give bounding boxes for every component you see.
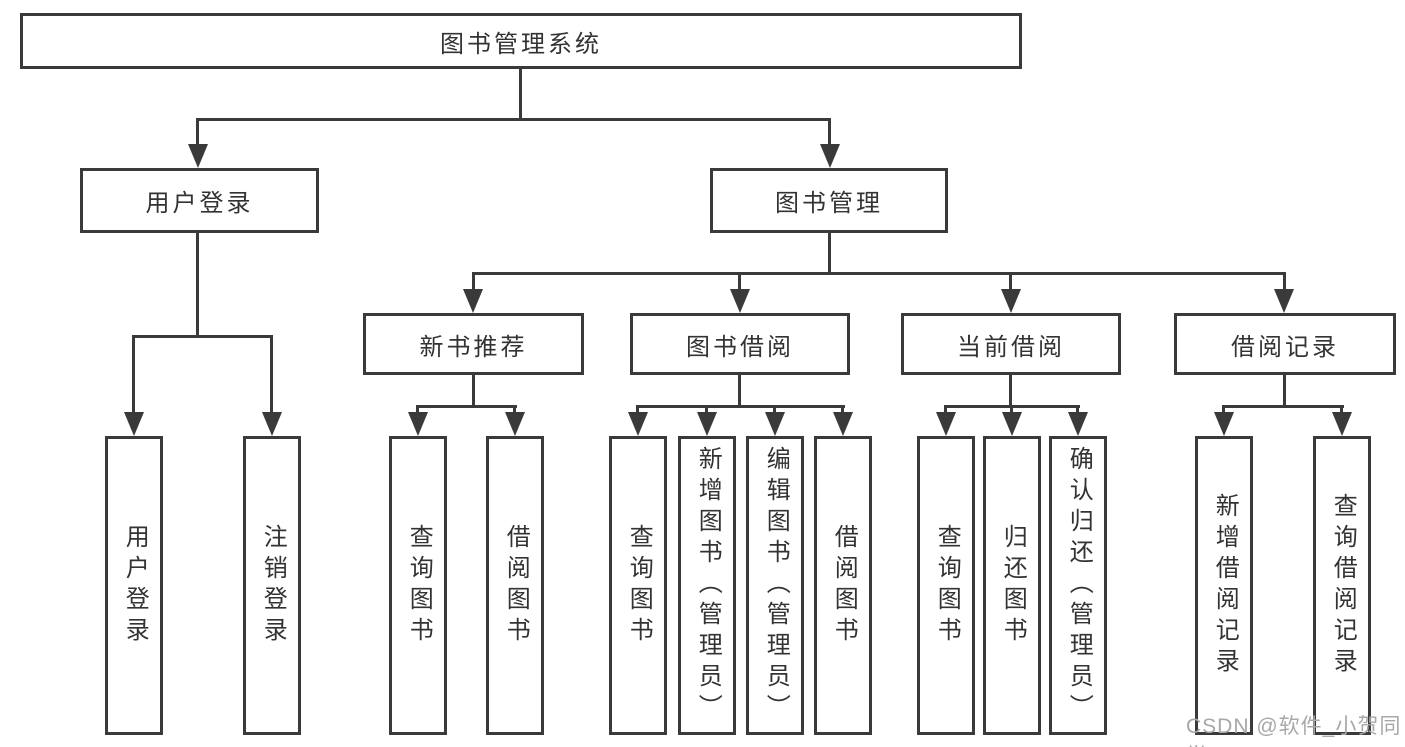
leaf-borrow-add-book-admin: 新增图书（管理员） [678, 436, 736, 735]
leaf-newbook-query-book: 查询图书 [389, 436, 447, 735]
connector-line [828, 233, 831, 272]
node-book-borrow: 图书借阅 [630, 313, 850, 375]
leaf-current-query-book-label: 查询图书 [933, 523, 961, 648]
connector-line [1283, 375, 1286, 405]
csdn-watermark: CSDN @软件_小贺同学 [1186, 715, 1402, 747]
connector-line [196, 233, 199, 335]
leaf-newbook-borrow-book-label: 借阅图书 [502, 523, 530, 648]
node-root-label: 图书管理系统 [440, 30, 602, 58]
leaf-current-return-book-label: 归还图书 [999, 523, 1027, 648]
node-borrow-record-label: 借阅记录 [1231, 333, 1339, 361]
node-new-book-recommend-label: 新书推荐 [419, 333, 528, 361]
arrow-down-icon [463, 289, 483, 313]
leaf-record-add-record-label: 新增借阅记录 [1211, 492, 1239, 679]
node-book-borrow-label: 图书借阅 [686, 333, 794, 361]
connector-line [132, 335, 135, 415]
arrow-down-icon [1068, 412, 1088, 436]
arrow-down-icon [936, 412, 956, 436]
node-current-borrow: 当前借阅 [901, 313, 1121, 375]
arrow-down-icon [697, 412, 717, 436]
connector-line [773, 405, 776, 414]
connector-line [828, 118, 831, 148]
connector-line [472, 272, 1285, 275]
node-user-login-label: 用户登录 [145, 190, 254, 217]
arrow-down-icon [833, 412, 853, 436]
connector-line [513, 405, 516, 414]
connector-line [738, 375, 741, 405]
connector-line [472, 272, 475, 291]
arrow-down-icon [188, 144, 208, 168]
connector-line [1222, 405, 1225, 414]
leaf-current-return-book: 归还图书 [983, 436, 1041, 735]
leaf-borrow-edit-book-admin: 编辑图书（管理员） [746, 436, 804, 735]
leaf-logout-label: 注销登录 [259, 523, 287, 648]
leaf-borrow-edit-book-admin-label: 编辑图书（管理员） [762, 446, 790, 725]
arrow-down-icon [1001, 289, 1021, 313]
leaf-current-query-book: 查询图书 [917, 436, 975, 735]
arrow-down-icon [124, 412, 144, 436]
connector-line [1222, 405, 1344, 408]
connector-line [841, 405, 844, 414]
arrow-down-icon [628, 412, 648, 436]
connector-line [705, 405, 708, 414]
node-root: 图书管理系统 [20, 13, 1022, 69]
arrow-down-icon [1002, 412, 1022, 436]
leaf-logout: 注销登录 [243, 436, 301, 735]
leaf-user-login: 用户登录 [105, 436, 163, 735]
connector-line [738, 272, 741, 291]
connector-line [270, 335, 273, 415]
connector-line [1009, 375, 1012, 405]
leaf-current-confirm-return-admin: 确认归还（管理员） [1049, 436, 1107, 735]
arrow-down-icon [1214, 412, 1234, 436]
node-book-management: 图书管理 [710, 168, 948, 233]
node-current-borrow-label: 当前借阅 [957, 333, 1065, 361]
leaf-record-add-record: 新增借阅记录 [1195, 436, 1253, 735]
arrow-down-icon [765, 412, 785, 436]
connector-line [196, 118, 831, 121]
leaf-borrow-query-book: 查询图书 [609, 436, 667, 735]
node-user-login: 用户登录 [80, 168, 319, 233]
node-new-book-recommend: 新书推荐 [363, 313, 584, 375]
leaf-user-login-label: 用户登录 [121, 523, 149, 648]
connector-line [416, 405, 419, 414]
leaf-record-query-record: 查询借阅记录 [1313, 436, 1371, 735]
leaf-borrow-borrow-book: 借阅图书 [814, 436, 872, 735]
leaf-newbook-borrow-book: 借阅图书 [486, 436, 544, 735]
arrow-down-icon [820, 144, 840, 168]
arrow-down-icon [505, 412, 525, 436]
leaf-borrow-query-book-label: 查询图书 [625, 523, 653, 648]
connector-line [1340, 405, 1343, 414]
connector-line [1076, 405, 1079, 414]
node-book-management-label: 图书管理 [775, 190, 883, 217]
connector-line [1009, 272, 1012, 291]
connector-line [472, 375, 475, 405]
leaf-borrow-borrow-book-label: 借阅图书 [830, 523, 858, 648]
leaf-record-query-record-label: 查询借阅记录 [1329, 492, 1357, 679]
connector-line [1283, 272, 1286, 291]
arrow-down-icon [262, 412, 282, 436]
arrow-down-icon [408, 412, 428, 436]
connector-line [196, 118, 199, 148]
arrow-down-icon [1332, 412, 1352, 436]
connector-line [519, 69, 522, 118]
node-borrow-record: 借阅记录 [1174, 313, 1396, 375]
connector-line [1010, 405, 1013, 414]
connector-line [636, 405, 639, 414]
arrow-down-icon [730, 289, 750, 313]
connector-line [132, 335, 273, 338]
leaf-newbook-query-book-label: 查询图书 [405, 523, 433, 648]
connector-line [944, 405, 947, 414]
connector-line [636, 405, 845, 408]
arrow-down-icon [1274, 289, 1294, 313]
leaf-current-confirm-return-admin-label: 确认归还（管理员） [1065, 446, 1093, 725]
connector-line [416, 405, 517, 408]
leaf-borrow-add-book-admin-label: 新增图书（管理员） [694, 446, 722, 725]
